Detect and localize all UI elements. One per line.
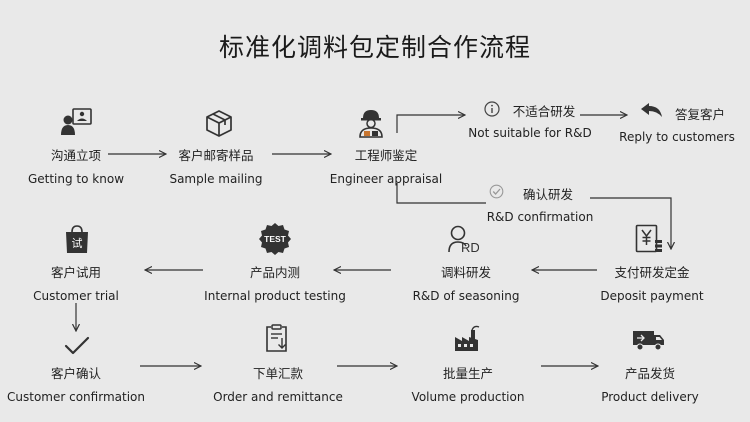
- step-label-en: Customer confirmation: [7, 390, 145, 404]
- arrow-engineer-to-rdconfirm: [396, 183, 486, 204]
- step-rd-seasoning: 调料研发 R&D of seasoning: [398, 262, 534, 303]
- step-label-zh: 产品发货: [624, 366, 675, 381]
- step-label-en: Internal product testing: [204, 289, 346, 303]
- check-circle-icon: [489, 184, 504, 199]
- test-badge-icon: TEST: [259, 223, 291, 255]
- step-label-en: Product delivery: [601, 390, 699, 404]
- step-customer-trial: 客户试用 Customer trial: [8, 262, 144, 303]
- step-label-en: Deposit payment: [600, 289, 704, 303]
- step-label-zh: 支付研发定金: [614, 265, 690, 280]
- rd-icon: RD: [448, 225, 479, 254]
- step-label-zh: 工程师鉴定: [354, 148, 418, 163]
- clipboard-icon: [266, 324, 287, 352]
- step-customer-confirmation: 客户确认 Customer confirmation: [6, 363, 146, 404]
- arrow-engineer-to-notsuitable: [396, 115, 465, 133]
- delivery-truck-icon: [633, 331, 664, 351]
- step-label-en: Customer trial: [33, 289, 119, 303]
- step-internal-testing: 产品内测 Internal product testing: [200, 262, 350, 303]
- step-product-delivery: 产品发货 Product delivery: [582, 363, 718, 404]
- step-label-zh: 调料研发: [440, 265, 491, 280]
- step-label-zh: 批量生产: [442, 366, 493, 381]
- info-circle-icon: [484, 101, 500, 117]
- step-label-zh: 产品内测: [249, 265, 300, 280]
- step-label-zh: 客户确认: [50, 366, 101, 381]
- step-deposit-payment: 支付研发定金 Deposit payment: [584, 262, 720, 303]
- step-label-zh: 确认研发: [522, 187, 573, 202]
- step-label-en: Engineer appraisal: [329, 172, 443, 186]
- svg-text:RD: RD: [461, 240, 479, 254]
- step-getting-to-know: 沟通立项 Getting to know: [8, 145, 144, 186]
- engineer-icon: [359, 110, 383, 138]
- page-title: 标准化调料包定制合作流程: [218, 33, 531, 62]
- step-label-zh: 客户邮寄样品: [178, 148, 254, 163]
- svg-text:试: 试: [72, 237, 83, 250]
- step-label-en: R&D confirmation: [486, 210, 594, 224]
- step-label-zh: 下单汇款: [252, 366, 303, 381]
- step-reply-customers: 答复客户 Reply to customers: [612, 104, 742, 144]
- step-order-remittance: 下单汇款 Order and remittance: [206, 363, 350, 404]
- step-label-zh: 沟通立项: [50, 148, 101, 163]
- step-label-en: Not suitable for R&D: [468, 126, 592, 140]
- factory-icon: [455, 325, 480, 351]
- yen-bill-icon: [635, 224, 662, 253]
- arrow-rdconfirm-to-deposit: [590, 197, 671, 249]
- checkmark-icon: [64, 336, 90, 355]
- step-label-en: Reply to customers: [619, 130, 735, 144]
- step-volume-production: 批量生产 Volume production: [398, 363, 538, 404]
- step-label-en: Volume production: [411, 390, 525, 404]
- step-label-en: R&D of seasoning: [412, 289, 520, 303]
- step-label-en: Getting to know: [27, 172, 125, 186]
- step-not-suitable: 不适合研发 Not suitable for R&D: [462, 101, 598, 140]
- step-engineer-appraisal: 工程师鉴定 Engineer appraisal: [315, 145, 457, 186]
- step-rd-confirmation: 确认研发 R&D confirmation: [480, 184, 600, 224]
- step-label-en: Sample mailing: [169, 172, 263, 186]
- step-label-zh: 客户试用: [50, 265, 101, 280]
- consultation-icon: [61, 108, 92, 135]
- svg-text:TEST: TEST: [264, 234, 287, 244]
- step-label-zh: 不适合研发: [512, 104, 576, 119]
- trial-bag-icon: 试: [66, 225, 88, 253]
- reply-arrow-icon: [641, 103, 662, 117]
- step-label-zh: 答复客户: [674, 107, 725, 122]
- package-box-icon: [206, 110, 232, 137]
- step-label-en: Order and remittance: [213, 390, 343, 404]
- step-sample-mailing: 客户邮寄样品 Sample mailing: [148, 145, 284, 186]
